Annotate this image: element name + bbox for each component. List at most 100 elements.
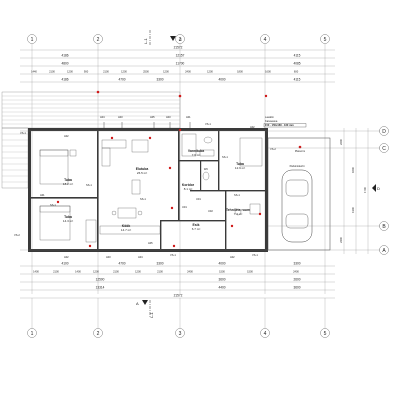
grid-axes-right: D C B A 2200 1600 1300 1700 2400 D — [20, 126, 389, 255]
dimensions-top: 21572 4186 12157 4115 4800 11700 4085 14… — [20, 46, 335, 83]
dim-right-3: 1700 — [363, 187, 367, 193]
opening-code-1: A01 — [40, 193, 45, 197]
opening-code-15: U02 — [208, 209, 213, 213]
dim-top-r1-0: 4186 — [61, 54, 68, 58]
dim-top-r3-5: 1200 — [121, 70, 127, 74]
opening-code-8: A02 — [250, 125, 255, 129]
room-name-tehniline: Tehniline ruum — [226, 208, 250, 212]
axis-a: A — [382, 248, 386, 254]
opening-code-7: A01 — [186, 115, 191, 119]
dim-top-r2-2: 4085 — [293, 62, 300, 66]
room-name-vannituba: Vannituba — [188, 149, 204, 153]
wall-tag-0: VS-1 — [20, 131, 26, 135]
section-a-bottom: A — [136, 301, 139, 306]
wall-tag-3: SS-1 — [50, 203, 56, 207]
room-area-tehniline: 7.3 m² — [234, 212, 243, 216]
wall-tag-9: VS-1 — [170, 253, 176, 257]
dim-right-0: 2200 — [339, 139, 343, 145]
dim-top-r4-3: 4000 — [218, 78, 225, 82]
dim-bot-r2-5: 1200 — [135, 270, 141, 274]
dim-bot-r3-0: 12500 — [96, 278, 105, 282]
axis-1-top: 1 — [31, 37, 34, 43]
room-name-elutuba: Elutuba — [136, 167, 149, 171]
dim-top-r1-1: 12157 — [176, 54, 185, 58]
room-labels: Tuba 18.2 m² Tuba 14.3 m² Elutuba 26.5 m… — [63, 149, 250, 232]
dimensions-bottom: 4100 4700 3300 4000 3300 1400 2100 1400 … — [20, 262, 335, 299]
dim-bot-r4-1: 4400 — [218, 286, 225, 290]
wall-tag-5: SS-1 — [222, 155, 228, 159]
section-markers-bottom: A L-1 — [136, 300, 154, 318]
wall-tag-4: SS-1 — [140, 197, 146, 201]
dim-bot-r2-7: 2400 — [187, 270, 193, 274]
dim-bot-r3-1: 3600 — [218, 278, 225, 282]
dim-bot-r4-2: 3600 — [293, 286, 300, 290]
dim-top-r2-1: 11700 — [176, 62, 185, 66]
axis-4-bottom: 4 — [264, 331, 267, 337]
dim-top-r4-1: 4700 — [118, 78, 125, 82]
grid-axes-bottom: 1 2 3 4 5 — [27, 298, 330, 338]
dim-bot-r1-0: 4100 — [61, 262, 68, 266]
dim-top-r3-10: 1800 — [237, 70, 243, 74]
axis-2-top: 2 — [97, 37, 100, 43]
dim-top-r3-6: 2500 — [143, 70, 149, 74]
room-name-wc: WC — [204, 167, 208, 171]
note-line-3: 150 - 150x160 - 160 mm — [265, 123, 294, 127]
opening-codes: A02 A01 A02 A04 A03 A05 A03 A01 A02 A03 … — [40, 115, 255, 259]
room-name-tuba-3: Tuba — [236, 162, 244, 166]
room-area-tuba-1: 18.2 m² — [63, 182, 73, 186]
dim-bot-r2-3: 1200 — [93, 270, 99, 274]
wall-tag-10: VS-1 — [252, 253, 258, 257]
dim-top-r3-7: 1200 — [163, 70, 169, 74]
section-l1-top: L-1 — [143, 37, 148, 44]
axis-b: B — [382, 224, 386, 230]
room-area-vannituba: 7.6 m² — [192, 153, 201, 157]
dim-bot-r2-8: 1500 — [219, 270, 225, 274]
opening-code-2: A02 — [64, 255, 69, 259]
room-area-tuba-2: 14.3 m² — [63, 219, 73, 223]
opening-code-0: A02 — [64, 134, 69, 138]
opening-code-6: A03 — [166, 115, 171, 119]
dim-top-r4-0: 4186 — [61, 78, 68, 82]
room-area-elutuba: 26.5 m² — [137, 171, 147, 175]
dim-top-r3-4: 2100 — [103, 70, 109, 74]
dim-top-r1-2: 4115 — [294, 54, 301, 58]
dim-top-r3-11: 1600 — [265, 70, 271, 74]
section-l1-bottom: L-1 — [149, 311, 154, 318]
section-d-right: D — [377, 186, 380, 191]
note-line-1: Lavaliin — [265, 115, 274, 119]
dim-bot-r1-3: 4000 — [218, 262, 225, 266]
section-markers-top: L-1 C — [143, 30, 182, 46]
dim-top-r3-12: 600 — [294, 70, 299, 74]
dim-top-r3-9: 1200 — [207, 70, 213, 74]
dim-top-r3-1: 2100 — [49, 70, 55, 74]
axis-1-bottom: 1 — [31, 331, 34, 337]
window-ticks — [103, 122, 191, 128]
dim-bot-r2-4: 2100 — [113, 270, 119, 274]
dim-top-r3-2: 1200 — [67, 70, 73, 74]
dim-bot-r2-9: 1500 — [247, 270, 253, 274]
opening-code-4: A03 — [118, 115, 123, 119]
axis-2-bottom: 2 — [97, 331, 100, 337]
dim-right-4: 2400 — [339, 237, 343, 243]
opening-code-5: A05 — [150, 115, 155, 119]
room-name-tuba-2: Tuba — [64, 215, 72, 219]
dim-top-r2-0: 4800 — [61, 62, 68, 66]
axis-5-top: 5 — [324, 37, 327, 43]
note-line-2: Katuseava — [265, 119, 278, 123]
wall-tag-2: SS-1 — [86, 183, 92, 187]
dim-bot-r2-6: 2100 — [157, 270, 163, 274]
axis-5-bottom: 5 — [324, 331, 327, 337]
dim-bot-r2-0: 1400 — [33, 270, 39, 274]
dim-top-r3-8: 2400 — [185, 70, 191, 74]
room-area-tuba-3: 12.9 m² — [235, 166, 245, 170]
note-box: Lavaliin Katuseava 150 - 150x160 - 160 m… — [263, 115, 307, 128]
dim-top-r4-2: 3300 — [156, 78, 163, 82]
axis-4-top: 4 — [264, 37, 267, 43]
room-name-tuba-1: Tuba — [64, 178, 72, 182]
wall-tag-1: VS-2 — [14, 233, 20, 237]
wall-tag-7: VS-2 — [270, 147, 276, 151]
dim-top-overall: 21572 — [174, 46, 183, 50]
dim-top-r3-0: 1440 — [31, 70, 37, 74]
red-markers — [56, 90, 268, 248]
